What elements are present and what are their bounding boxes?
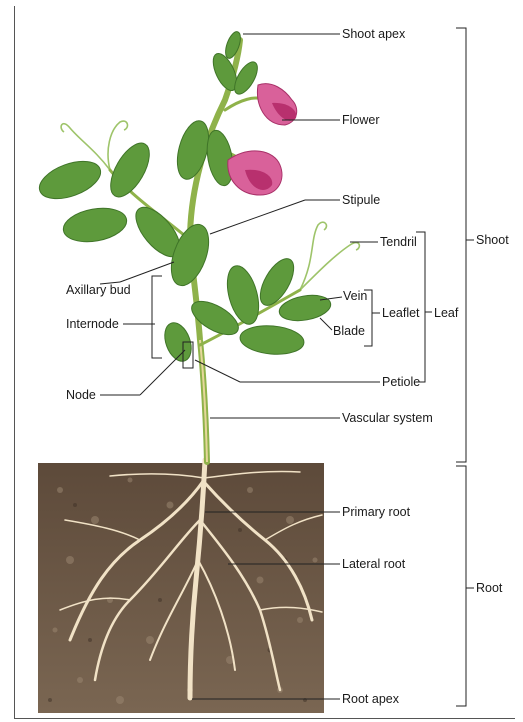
label-vascular-system: Vascular system: [342, 411, 433, 425]
flowers: [228, 84, 297, 195]
label-shoot: Shoot: [476, 233, 509, 247]
soil-block: [38, 463, 324, 713]
label-stipule: Stipule: [342, 193, 380, 207]
label-leaflet: Leaflet: [382, 306, 420, 320]
label-lateral-root: Lateral root: [342, 557, 406, 571]
leaves: [34, 30, 332, 365]
label-internode: Internode: [66, 317, 119, 331]
label-petiole: Petiole: [382, 375, 420, 389]
label-tendril: Tendril: [380, 235, 417, 249]
label-primary-root: Primary root: [342, 505, 411, 519]
label-flower: Flower: [342, 113, 380, 127]
label-node: Node: [66, 388, 96, 402]
label-leaf: Leaf: [434, 306, 459, 320]
label-root: Root: [476, 581, 503, 595]
label-blade: Blade: [333, 324, 365, 338]
label-axillary-bud: Axillary bud: [66, 283, 131, 297]
label-vein: Vein: [343, 289, 367, 303]
label-root-apex: Root apex: [342, 692, 400, 706]
label-shoot-apex: Shoot apex: [342, 27, 406, 41]
